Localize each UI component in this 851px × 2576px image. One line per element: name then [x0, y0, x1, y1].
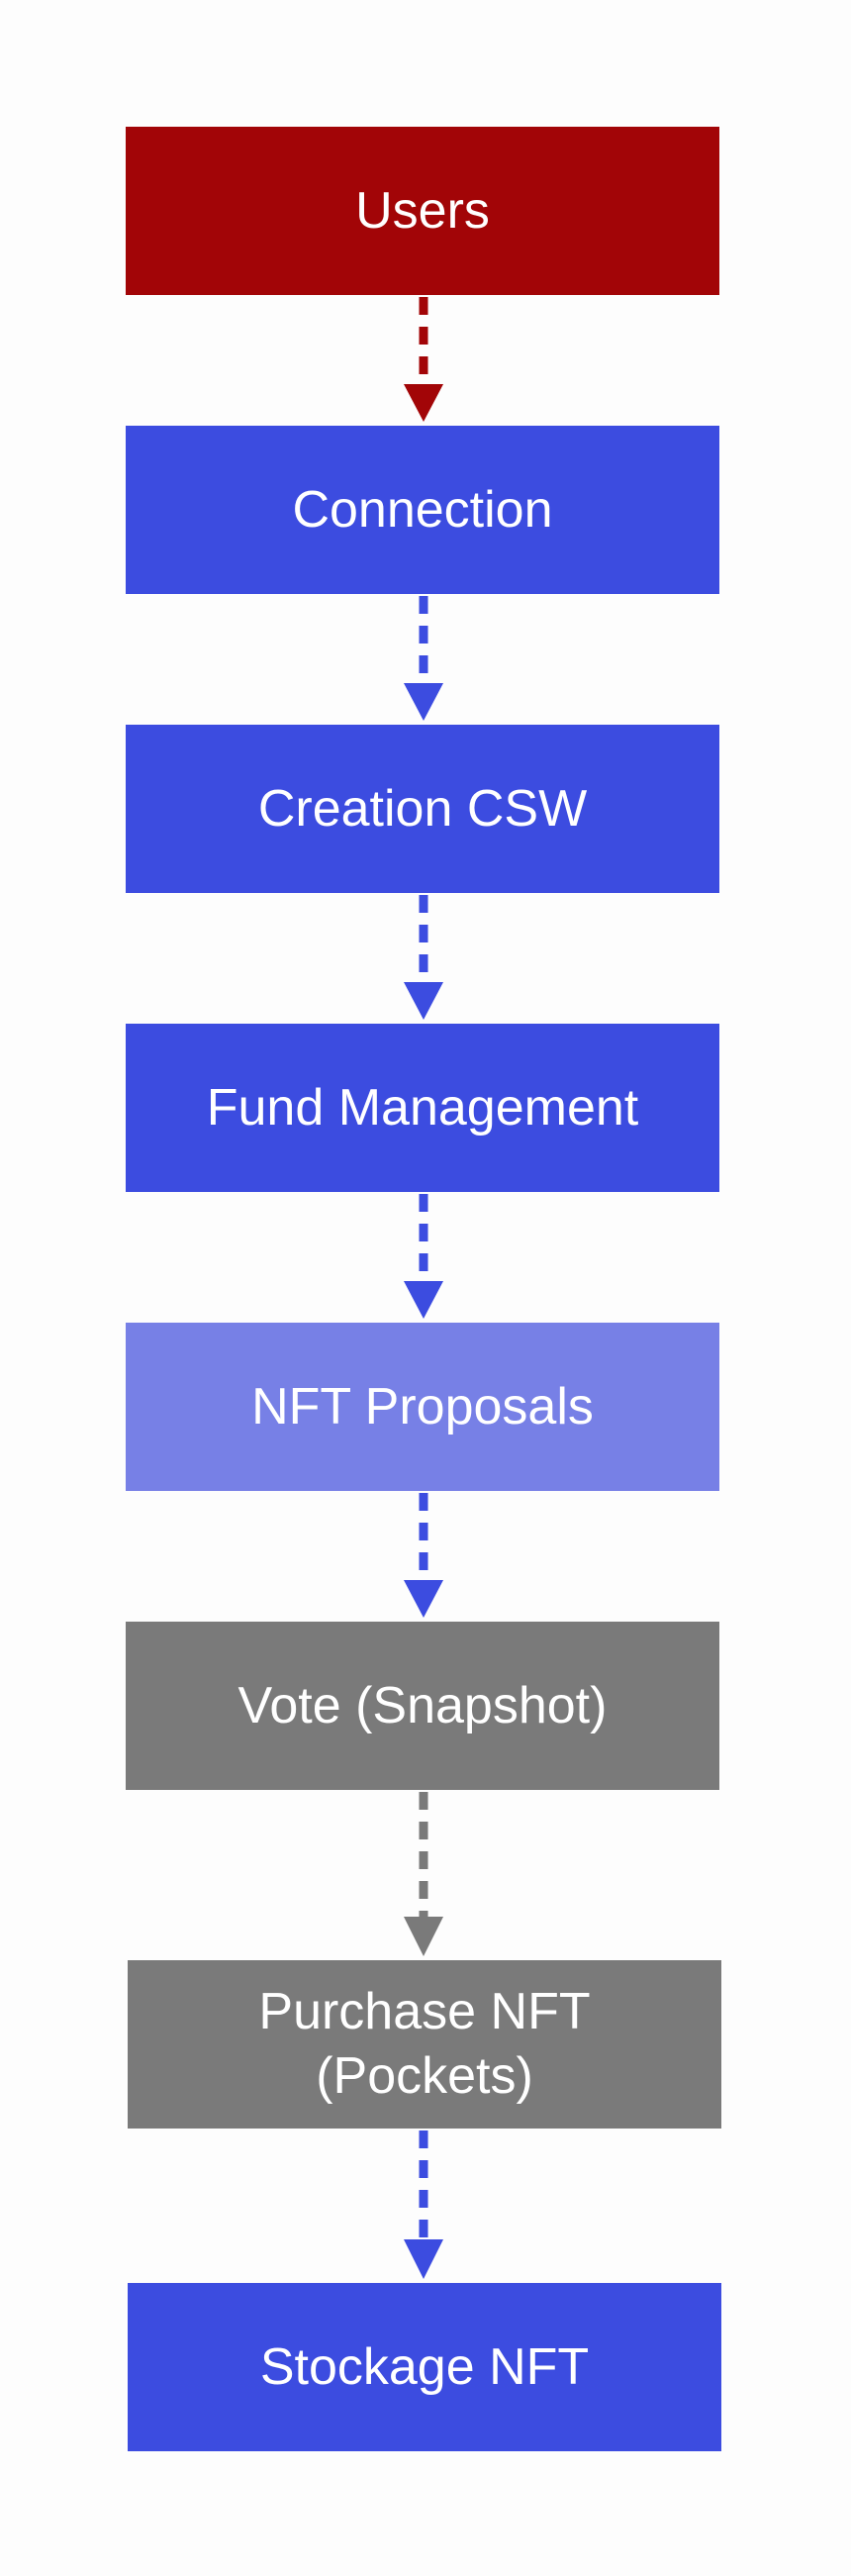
node-vote-snapshot: Vote (Snapshot): [126, 1622, 719, 1790]
node-creation-csw: Creation CSW: [126, 725, 719, 893]
node-creation-csw-label: Creation CSW: [257, 779, 588, 838]
node-connection: Connection: [126, 426, 719, 594]
node-connection-label: Connection: [292, 480, 553, 539]
node-stockage-nft-label: Stockage NFT: [259, 2337, 590, 2396]
node-nft-proposals-label: NFT Proposals: [251, 1377, 594, 1436]
node-stockage-nft: Stockage NFT: [128, 2283, 721, 2451]
node-fund-management: Fund Management: [126, 1024, 719, 1192]
node-purchase-nft-label: Purchase NFT (Pockets): [258, 1983, 591, 2105]
node-users-label: Users: [355, 181, 490, 240]
node-users: Users: [126, 127, 719, 295]
node-fund-management-label: Fund Management: [206, 1078, 639, 1137]
node-vote-snapshot-label: Vote (Snapshot): [237, 1676, 608, 1734]
arrow-nft-proposals-to-vote-snapshot: [404, 1493, 443, 1618]
arrow-users-to-connection: [404, 297, 443, 422]
node-purchase-nft: Purchase NFT (Pockets): [128, 1960, 721, 2129]
arrow-connection-to-creation-csw: [404, 596, 443, 721]
arrow-vote-snapshot-to-purchase-nft: [404, 1792, 443, 1956]
arrow-creation-csw-to-fund-management: [404, 895, 443, 1020]
arrow-purchase-nft-to-stockage-nft: [404, 2130, 443, 2279]
arrow-fund-management-to-nft-proposals: [404, 1194, 443, 1319]
node-nft-proposals: NFT Proposals: [126, 1323, 719, 1491]
